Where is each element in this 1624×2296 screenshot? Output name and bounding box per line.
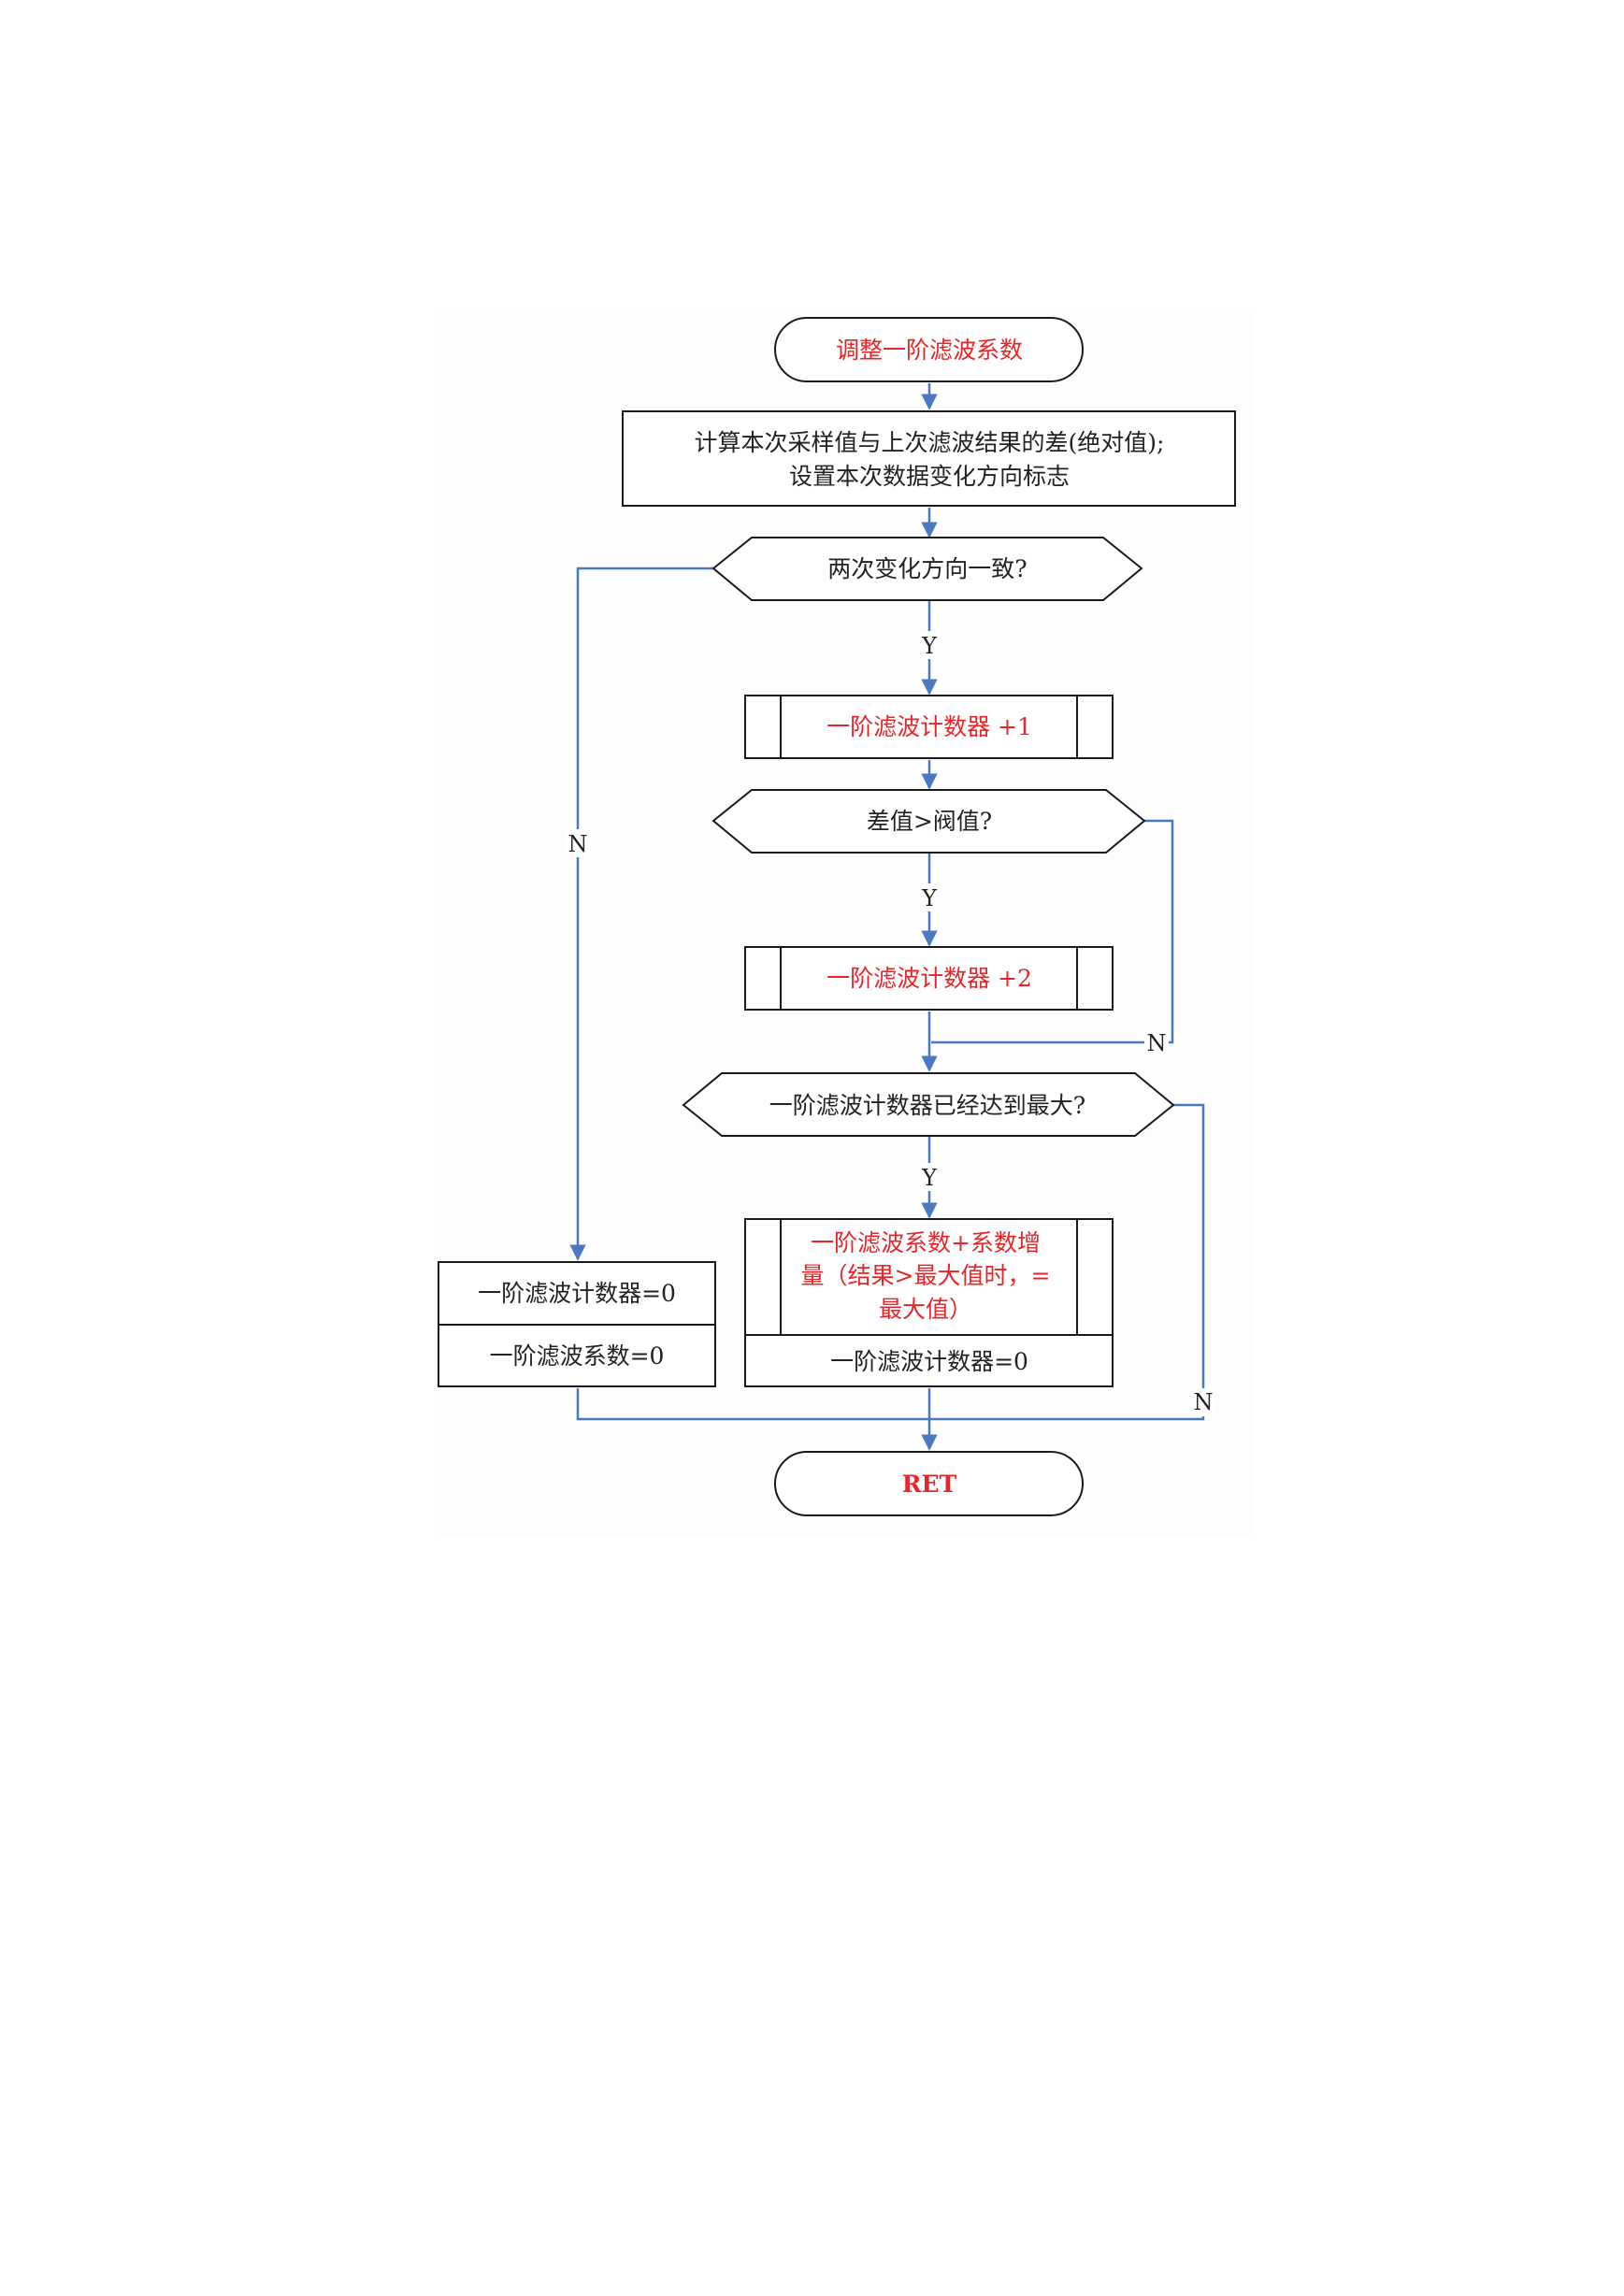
counter-plus1-label: 一阶滤波计数器 +1 — [826, 713, 1032, 740]
coef-increment-process: 一阶滤波系数+系数增 量（结果>最大值时，= 最大值） — [744, 1218, 1114, 1336]
diff-decision-label: 差值>阀值? — [867, 808, 992, 835]
coef-increment-label-line2: 量（结果>最大值时，= — [801, 1262, 1051, 1289]
label-diff-yes: Y — [921, 885, 938, 911]
label-dir-no: N — [568, 831, 588, 857]
calc-label-line2: 设置本次数据变化方向标志 — [789, 463, 1070, 490]
counter-zero-right-label: 一阶滤波计数器=0 — [830, 1348, 1028, 1375]
connectors — [569, 383, 1205, 1451]
counter-plus2-label: 一阶滤波计数器 +2 — [826, 965, 1032, 992]
label-max-yes: Y — [921, 1165, 938, 1191]
edge-labels: Y Y Y N N N — [566, 631, 1215, 1416]
label-max-no: N — [1194, 1389, 1214, 1415]
counter-zero-left-process: 一阶滤波计数器=0 — [438, 1261, 716, 1326]
counter-plus2-process: 一阶滤波计数器 +2 — [744, 946, 1114, 1011]
coef-zero-left-label: 一阶滤波系数=0 — [490, 1342, 665, 1370]
counter-zero-right-process: 一阶滤波计数器=0 — [744, 1334, 1114, 1387]
diff-decision: 差值>阀值? — [711, 789, 1146, 854]
max-decision-label: 一阶滤波计数器已经达到最大? — [769, 1092, 1085, 1119]
edge-diff-no — [931, 819, 1174, 1044]
calc-process: 计算本次采样值与上次滤波结果的差(绝对值); 设置本次数据变化方向标志 — [622, 410, 1236, 507]
start-label: 调整一阶滤波系数 — [836, 337, 1023, 364]
start-terminator: 调整一阶滤波系数 — [774, 317, 1084, 382]
coef-zero-left-process: 一阶滤波系数=0 — [438, 1324, 716, 1387]
coef-increment-label-line3: 最大值） — [879, 1296, 972, 1323]
calc-label-line1: 计算本次采样值与上次滤波结果的差(绝对值); — [695, 429, 1165, 456]
counter-zero-left-label: 一阶滤波计数器=0 — [478, 1280, 676, 1307]
max-decision: 一阶滤波计数器已经达到最大? — [682, 1072, 1175, 1137]
coef-increment-label-line1: 一阶滤波系数+系数增 — [811, 1229, 1041, 1256]
end-terminator: RET — [774, 1451, 1084, 1516]
edge-max-no — [931, 1103, 1205, 1421]
label-diff-no: N — [1147, 1030, 1167, 1056]
edge-dir-no — [569, 567, 713, 1261]
edge-left-to-merge — [576, 1388, 931, 1421]
label-dir-yes: Y — [921, 633, 938, 659]
direction-decision-label: 两次变化方向一致? — [827, 555, 1027, 582]
direction-decision: 两次变化方向一致? — [711, 537, 1143, 601]
counter-plus1-process: 一阶滤波计数器 +1 — [744, 695, 1114, 759]
end-label: RET — [902, 1471, 957, 1498]
